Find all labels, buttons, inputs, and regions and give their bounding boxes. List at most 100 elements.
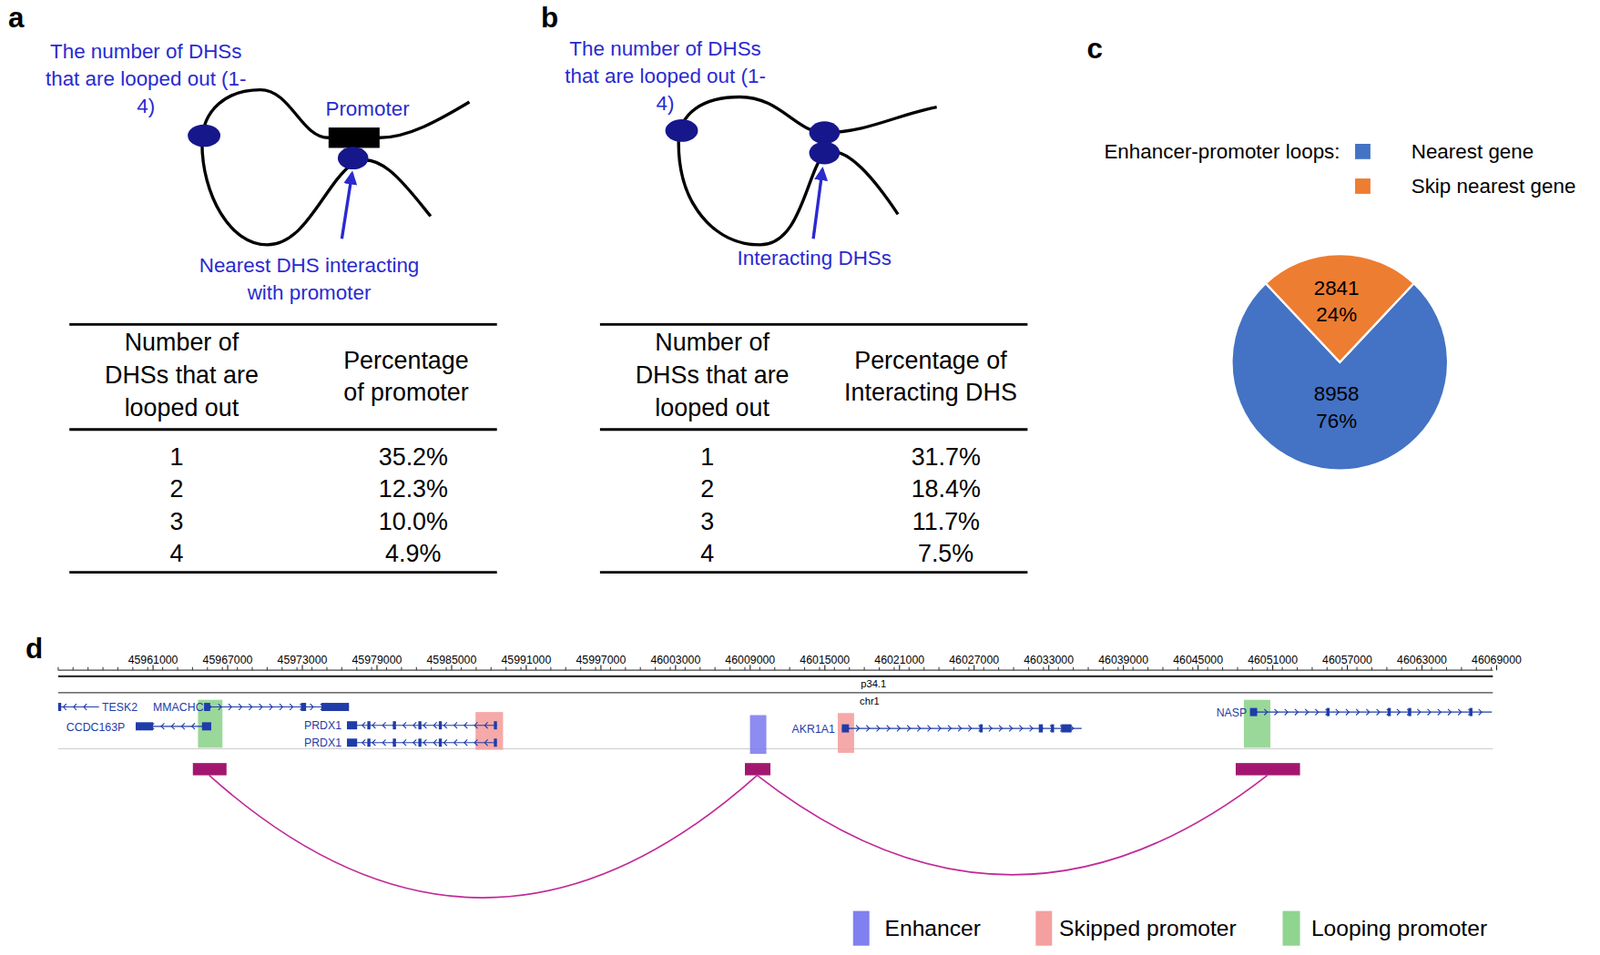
strand-chevron: [1314, 709, 1318, 716]
exon: [438, 721, 442, 730]
strand-chevron: [1365, 709, 1369, 716]
legend-swatch: [1355, 178, 1371, 194]
strand-chevron: [988, 725, 992, 733]
strand-chevron: [83, 703, 87, 711]
gene-line: [1250, 712, 1493, 714]
band-label: chr1: [859, 695, 880, 708]
axis-tick-label: 45979000: [352, 653, 403, 668]
dhs-dot: [665, 119, 699, 143]
strand-chevron: [279, 703, 283, 711]
axis-tick-label: 45991000: [500, 653, 551, 668]
strand-chevron: [927, 725, 931, 733]
legend-label: Skipped promoter: [1059, 915, 1237, 942]
exon: [841, 724, 849, 734]
axis-tick-label: 46069000: [1471, 653, 1522, 668]
legend-swatch: [1355, 143, 1371, 160]
exon: [392, 721, 396, 730]
axis-tick-label: 45967000: [203, 653, 254, 668]
pointer-arrow: [813, 169, 823, 239]
strand-chevron: [433, 722, 437, 729]
exon: [202, 722, 212, 731]
strand-chevron: [310, 703, 314, 711]
table-cell: 1: [700, 441, 714, 471]
strand-chevron: [238, 703, 242, 711]
exon: [417, 721, 421, 730]
pie-wedge: [1265, 254, 1415, 363]
table-cell: 12.3%: [378, 472, 449, 502]
table-cell: 3: [700, 505, 714, 535]
interaction-anchor: [744, 763, 771, 775]
axis-tick-label: 46045000: [1172, 653, 1223, 668]
strand-chevron: [1427, 709, 1431, 716]
table-cell: 4: [170, 538, 184, 568]
strand-chevron: [372, 739, 376, 746]
promoter-box: [328, 127, 380, 148]
ruler-tick: [376, 665, 378, 672]
strand-chevron: [403, 739, 407, 746]
strand-chevron: [896, 725, 900, 733]
table-cell: 18.4%: [911, 472, 981, 502]
exon: [321, 703, 349, 712]
legend-label: Enhancer: [885, 915, 982, 942]
strand-chevron: [171, 723, 174, 730]
gene-model: [135, 722, 212, 731]
legend-swatch: [1283, 911, 1301, 947]
legend-heading: Enhancer-promoter loops:: [1103, 138, 1340, 164]
strand-chevron: [484, 739, 488, 746]
gene-label: CCDC163P: [66, 721, 125, 735]
panel-letter: c: [1086, 31, 1102, 67]
strand-chevron: [1294, 709, 1298, 716]
axis-tick-label: 46057000: [1322, 653, 1373, 668]
axis-tick-label: 46027000: [948, 653, 999, 668]
exon: [979, 724, 983, 734]
table-cell: 1: [170, 441, 184, 471]
gene-label: NASP: [1216, 705, 1248, 720]
strand-chevron: [1396, 709, 1400, 716]
strand-chevron: [161, 723, 164, 730]
strand-chevron: [382, 739, 386, 746]
ruler-tick: [1272, 665, 1274, 672]
strand-chevron: [413, 739, 417, 746]
legend-label: Looping promoter: [1311, 915, 1488, 942]
ruler-tick: [450, 665, 452, 672]
exon: [203, 703, 211, 712]
annotation: Nearest DHS interacting with promoter: [183, 251, 435, 307]
exon: [1469, 708, 1473, 717]
strand-chevron: [1478, 709, 1482, 716]
strand-chevron: [181, 723, 184, 730]
strand-chevron: [259, 703, 263, 711]
table-cell: 2: [170, 472, 184, 502]
ruler-tick: [749, 665, 751, 672]
legend-swatch: [853, 911, 870, 947]
strand-chevron: [998, 725, 1002, 733]
table-rule: [600, 323, 1029, 327]
gene-label: MMACHC: [152, 700, 204, 714]
interaction-arc: [756, 775, 1267, 876]
strand-chevron: [413, 722, 417, 729]
axis-tick-label: 46003000: [650, 653, 701, 668]
pie-slice: 284124%: [1314, 274, 1360, 327]
strand-chevron: [1457, 709, 1461, 716]
strand-chevron: [1263, 709, 1267, 716]
strand-chevron: [218, 703, 222, 711]
exon: [493, 738, 497, 747]
strand-chevron: [1447, 709, 1451, 716]
exon: [366, 738, 370, 747]
ruler-tick: [226, 665, 228, 672]
gene-model: [841, 724, 1081, 734]
ruler-tick: [1346, 665, 1348, 672]
strand-chevron: [856, 725, 859, 733]
exon: [493, 721, 497, 730]
exon: [1387, 708, 1391, 717]
ruler-tick: [1421, 665, 1423, 672]
strand-chevron: [433, 739, 437, 746]
ruler-tick: [674, 665, 676, 672]
slice-value: 76%: [1314, 407, 1360, 434]
region-highlight: [1243, 700, 1271, 749]
axis-tick-label: 46021000: [874, 653, 925, 668]
strand-chevron: [484, 722, 488, 729]
exon: [58, 703, 62, 712]
strand-chevron: [248, 703, 252, 711]
dhs-dot: [337, 146, 369, 170]
